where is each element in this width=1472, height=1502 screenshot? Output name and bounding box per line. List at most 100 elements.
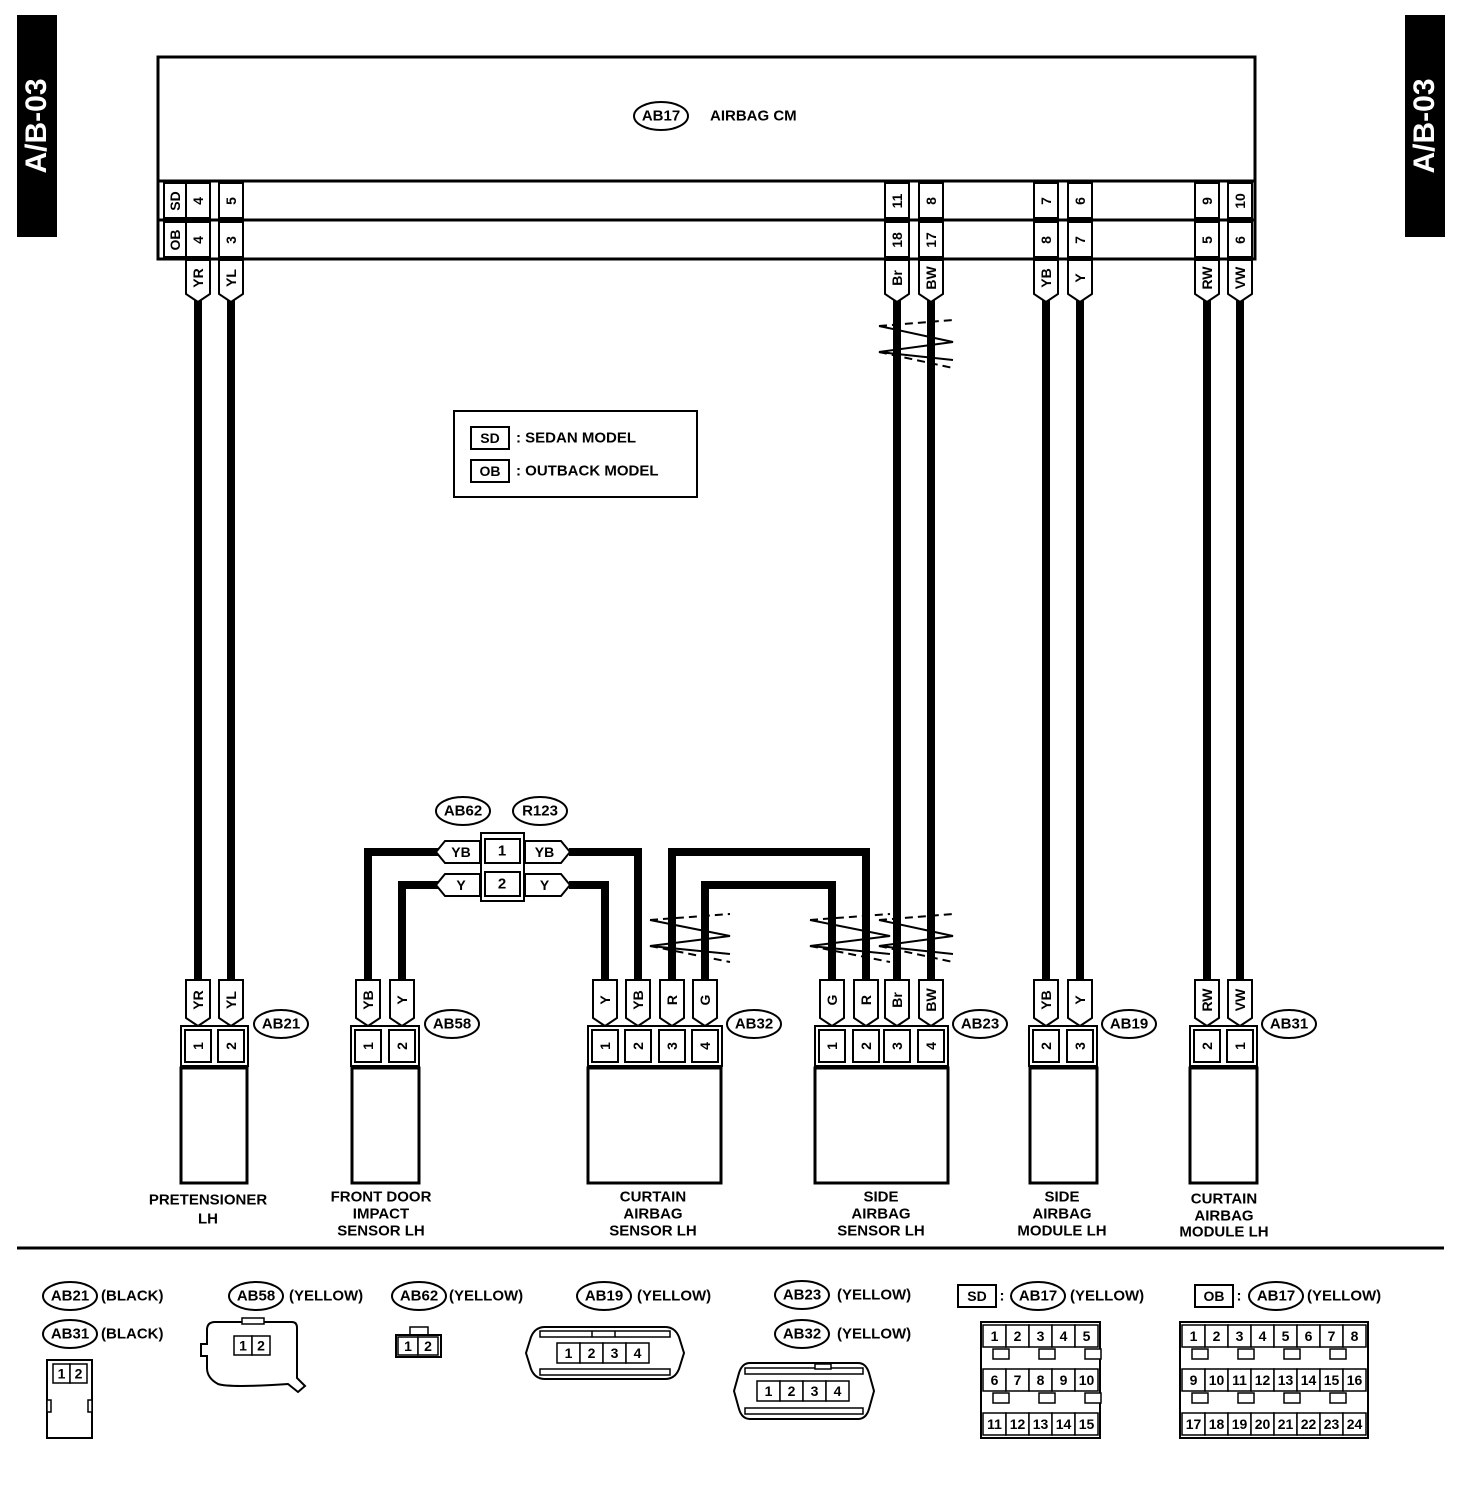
- component-label: IMPACT: [353, 1206, 409, 1223]
- wire-color-tag: [524, 873, 572, 897]
- view-pin-number: 21: [1278, 1416, 1294, 1432]
- cm-pin-cell: [918, 182, 944, 219]
- view-color: (YELLOW): [289, 1288, 363, 1305]
- wire-color-text: VW: [1232, 266, 1248, 289]
- legend-code: SD: [480, 430, 499, 446]
- cm-pin-cell: [185, 182, 211, 219]
- component-pin-cell: [354, 1029, 382, 1063]
- cm-pin-number: 10: [1232, 193, 1248, 209]
- twist-line: [878, 351, 954, 369]
- connector-id-oval: [952, 1009, 1008, 1039]
- component-label: LH: [198, 1211, 218, 1228]
- component-pin-number: 1: [360, 1042, 376, 1050]
- wire-color-text: R: [858, 995, 874, 1005]
- twist-line: [878, 913, 954, 921]
- component-label: SIDE: [1044, 1189, 1079, 1206]
- view-key: [1084, 1348, 1102, 1360]
- view-pin-number: 3: [811, 1383, 819, 1399]
- view-pin-number: 4: [834, 1383, 842, 1399]
- view-key: [1237, 1348, 1255, 1360]
- component-pin-cell: [591, 1029, 619, 1063]
- component-pin-number: 2: [630, 1042, 646, 1050]
- wire-color-text: R: [664, 995, 680, 1005]
- view-rail: [539, 1368, 671, 1376]
- twisted-pair-mark: [878, 913, 954, 963]
- connector-id-oval: [576, 1281, 632, 1311]
- wire-color-text: Y: [456, 877, 466, 893]
- component-label: MODULE LH: [1179, 1224, 1268, 1241]
- cm-pin-number: 4: [190, 197, 206, 205]
- wire-color-text: VW: [1232, 988, 1248, 1011]
- cm-pin-cell: [1033, 182, 1059, 219]
- view-pin-number: 13: [1033, 1416, 1049, 1432]
- view-pin-number: 2: [257, 1338, 265, 1354]
- wire-color-text: YR: [190, 990, 206, 1009]
- view-pin-number: 1: [404, 1338, 412, 1354]
- joint-pin-cell: [484, 871, 521, 897]
- view-key: [1038, 1348, 1056, 1360]
- twist-line: [809, 919, 891, 955]
- wire-color-text: YB: [451, 844, 470, 860]
- wire-ab32-y: [569, 881, 609, 980]
- page-tag-left: A/B-03: [17, 15, 57, 237]
- wire-color-text: Y: [1072, 995, 1088, 1005]
- view-connector-id: AB62: [400, 1288, 438, 1305]
- view-rail: [744, 1407, 864, 1415]
- cm-pin-number: 9: [1199, 197, 1215, 205]
- view-model-code: SD: [967, 1288, 986, 1304]
- view-pin-number: 7: [1014, 1372, 1022, 1388]
- wire-color-text: YB: [1038, 990, 1054, 1009]
- wire-color-tag: [1067, 979, 1093, 1028]
- view-pin-number: 15: [1079, 1416, 1095, 1432]
- component-body: [1028, 1066, 1099, 1185]
- wire-color-tag: [218, 259, 244, 304]
- view-key: [1329, 1392, 1347, 1404]
- connector-id-oval: [435, 796, 491, 826]
- wire-color-tag: [592, 979, 618, 1028]
- component-label: CURTAIN: [620, 1189, 686, 1206]
- component-label: AIRBAG: [1032, 1206, 1091, 1223]
- twist-line: [809, 945, 891, 963]
- view-pin-number: 17: [1186, 1416, 1202, 1432]
- view-key: [1283, 1348, 1301, 1360]
- connector-id-oval: [1248, 1281, 1304, 1311]
- view-rail: [744, 1367, 864, 1375]
- twisted-pair-mark: [649, 913, 731, 963]
- component-body: [179, 1066, 249, 1185]
- wire-color-text: YB: [1038, 268, 1054, 287]
- view-connector-id: AB21: [51, 1288, 89, 1305]
- view-pin-number: 9: [1060, 1372, 1068, 1388]
- component-pin-number: 2: [223, 1042, 239, 1050]
- wire-color-tag: [1194, 979, 1220, 1028]
- component-pin-number: 3: [1072, 1042, 1088, 1050]
- view-pin-number: 8: [1037, 1372, 1045, 1388]
- joint-left-id: AB62: [444, 803, 482, 820]
- view-key: [1237, 1392, 1255, 1404]
- view-color: (YELLOW): [837, 1287, 911, 1304]
- cm-pin-number: 5: [223, 197, 239, 205]
- component-pin-cell: [624, 1029, 652, 1063]
- component-pin-cell: [917, 1029, 945, 1063]
- component-pin-cell: [1193, 1029, 1221, 1063]
- wire-color-text: YL: [223, 991, 239, 1009]
- view-pin-number: 18: [1209, 1416, 1225, 1432]
- view-pin-number: 10: [1209, 1372, 1225, 1388]
- cm-pin-number: 4: [190, 236, 206, 244]
- component-pin-cell: [217, 1029, 245, 1063]
- view-connector-id: AB17: [1257, 1288, 1295, 1305]
- cm-pin-number: 6: [1072, 197, 1088, 205]
- cm-pin-cell: [884, 182, 910, 219]
- view-latch: [814, 1363, 832, 1370]
- component-label: SENSOR LH: [337, 1223, 425, 1240]
- connector-id-oval: [228, 1281, 284, 1311]
- component-body: [1188, 1066, 1259, 1185]
- view-rail: [539, 1330, 671, 1338]
- wire-color-tag: [185, 259, 211, 304]
- view-pin-number: 20: [1255, 1416, 1271, 1432]
